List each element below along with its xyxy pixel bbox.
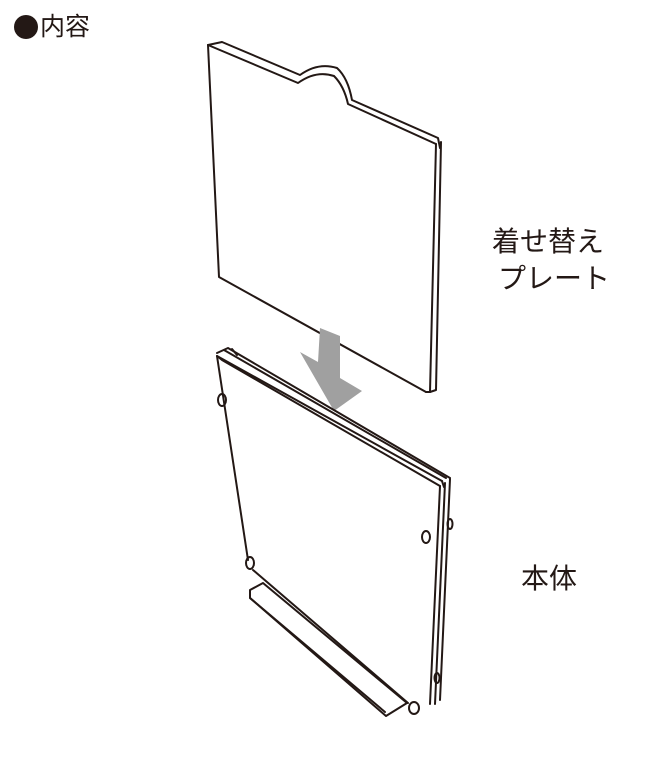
heading-text: 内容 (40, 12, 91, 41)
stand-body (216, 347, 454, 717)
plate-label-line1: 着せ替え (492, 225, 605, 258)
body-label: 本体 (521, 562, 578, 595)
interchangeable-plate (207, 41, 442, 393)
insert-arrow-icon (300, 328, 362, 411)
bullet-icon (14, 15, 38, 39)
plate-label: 着せ替え プレート (492, 223, 632, 297)
section-heading: 内容 (14, 10, 90, 44)
plate-label-line2: プレート (498, 262, 611, 295)
